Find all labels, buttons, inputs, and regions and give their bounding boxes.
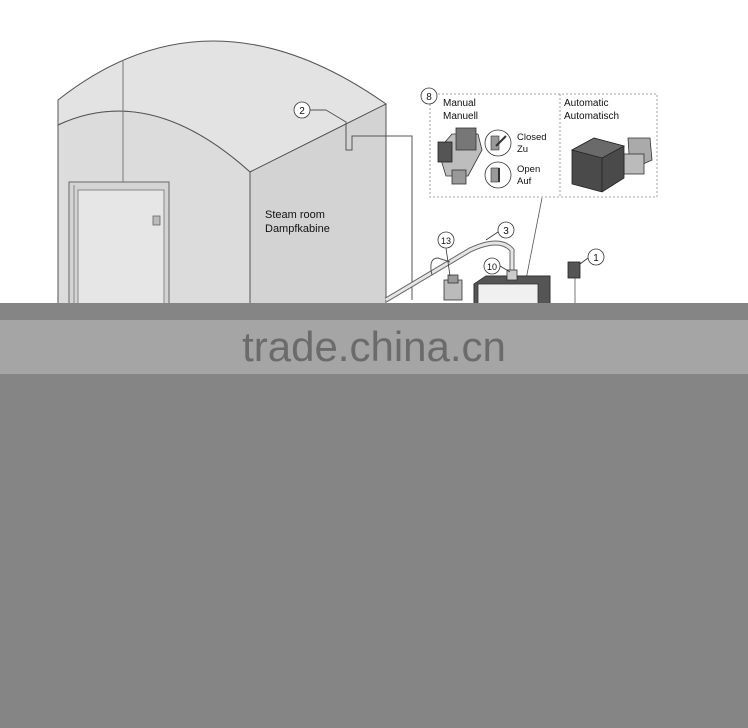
open-label-en: Open	[517, 164, 540, 175]
callout-1: 1	[579, 248, 605, 266]
door-handle	[152, 215, 161, 226]
callout-8: 8	[420, 87, 438, 105]
manual-label-en: Manual	[443, 98, 476, 109]
steam-generator	[473, 269, 551, 307]
sensor-cable	[325, 109, 413, 300]
svg-text:2: 2	[299, 106, 305, 117]
open-label-de: Auf	[517, 176, 532, 187]
callout-2: 2	[293, 101, 326, 119]
control-panel	[567, 261, 581, 279]
callout-13: 13	[437, 231, 455, 277]
svg-text:10: 10	[487, 262, 497, 272]
watermark-band	[0, 320, 748, 374]
watermark-text: trade.china.cn	[242, 323, 506, 370]
closed-label-en: Closed	[517, 132, 547, 143]
installation-diagram: 2 13 3 10 1 Steam room Dampfkabine 8 Man…	[57, 40, 658, 310]
right-wall	[249, 103, 387, 310]
drain-line	[430, 257, 451, 276]
valve-detail-box: 8 Manual Manuell Automatic Automatisch C…	[420, 87, 658, 198]
room-label-de: Dampfkabine	[265, 223, 330, 235]
steam-room-structure	[57, 40, 387, 310]
svg-text:3: 3	[503, 226, 509, 237]
manual-label-de: Manuell	[443, 111, 478, 122]
room-label-en: Steam room	[265, 209, 325, 221]
callout-3: 3	[485, 221, 515, 241]
automatic-label-en: Automatic	[564, 98, 608, 109]
svg-text:13: 13	[441, 236, 451, 246]
door-glass	[77, 189, 165, 310]
svg-text:8: 8	[426, 92, 432, 103]
valve-13	[443, 274, 463, 301]
manual-valve-icon	[437, 127, 483, 185]
open-state-icon	[484, 161, 512, 189]
closed-label-de: Zu	[517, 144, 528, 155]
svg-text:1: 1	[593, 253, 599, 264]
automatic-valve-icon	[570, 137, 653, 193]
steam-pipe-inner	[385, 241, 514, 302]
automatic-label-de: Automatisch	[564, 111, 619, 122]
callout-10: 10	[483, 257, 511, 275]
closed-state-icon	[484, 129, 512, 157]
